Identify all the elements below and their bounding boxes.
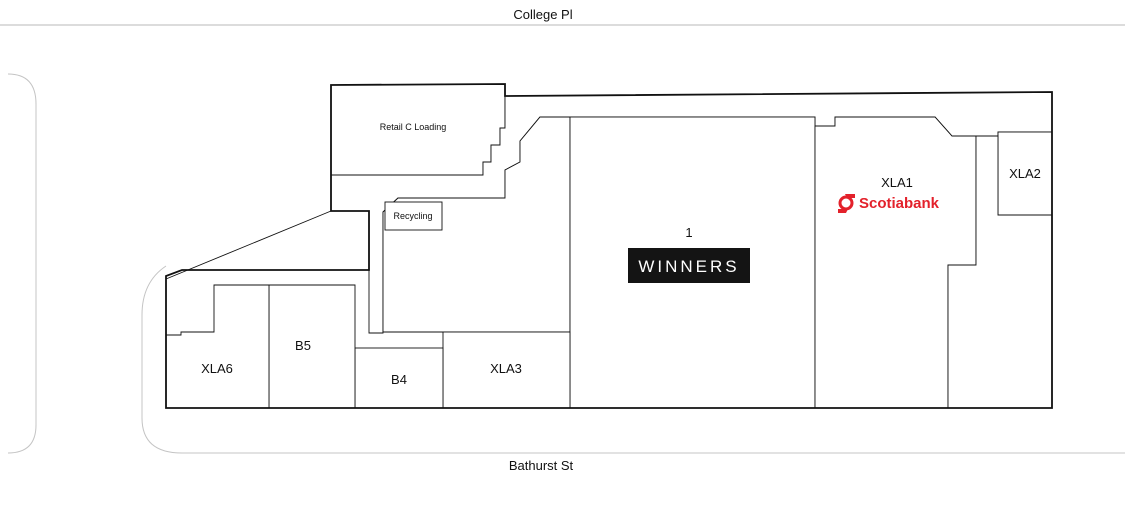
label-xla1: XLA1: [881, 175, 913, 190]
label-recycling: Recycling: [393, 211, 432, 221]
winners-logo: WINNERS: [628, 248, 750, 283]
street-label-bathurst-st: Bathurst St: [509, 458, 574, 473]
winners-logo-box: [628, 248, 750, 283]
label-retail-c-loading: Retail C Loading: [380, 122, 447, 132]
winners-logo-text: WINNERS: [638, 257, 739, 276]
unit-recycling[interactable]: [384, 201, 443, 231]
unit-b5[interactable]: [268, 284, 356, 409]
label-unit-1: 1: [685, 225, 692, 240]
bathurst-st-road-edge: [141, 265, 1125, 454]
label-xla2: XLA2: [1009, 166, 1041, 181]
street-label-college-pl: College Pl: [513, 7, 572, 22]
left-road-curve: [7, 73, 37, 454]
label-b5: B5: [295, 338, 311, 353]
scotiabank-logo: Scotiabank: [838, 194, 940, 213]
scotiabank-logo-text: Scotiabank: [859, 195, 940, 212]
label-b4: B4: [391, 372, 407, 387]
label-xla6: XLA6: [201, 361, 233, 376]
scotiabank-s-icon: [838, 194, 855, 213]
unit-xla6[interactable]: [165, 284, 270, 409]
building-outline: [165, 83, 1053, 409]
building-units: [165, 83, 1053, 409]
label-xla3: XLA3: [490, 361, 522, 376]
unit-b4[interactable]: [354, 347, 444, 409]
